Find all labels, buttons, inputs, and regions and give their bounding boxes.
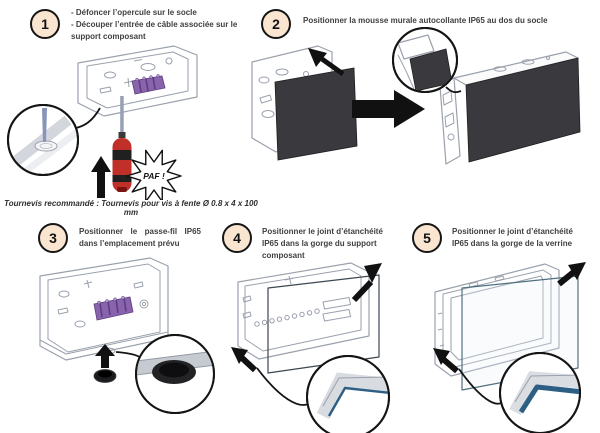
step-3-illustration — [39, 257, 215, 414]
callout-connector — [458, 368, 502, 405]
verrine-frame-drawing — [434, 263, 560, 377]
callout-connector — [75, 107, 101, 129]
socle-drawing — [77, 45, 198, 117]
socle-with-foam-drawing — [439, 51, 581, 165]
seal-in-groove — [327, 386, 388, 417]
screwdriver-tip — [42, 108, 47, 142]
screwdriver-note: Tournevis recommandé : Tournevis pour vi… — [4, 199, 258, 217]
step-4-illustration — [231, 262, 390, 433]
step-2-badge: 2 — [261, 9, 291, 39]
support-composant-drawing — [39, 257, 169, 361]
step-1-instruction-line-2: - Découper l’entrée de câble associée su… — [71, 20, 238, 41]
paf-burst: PAF ! — [126, 149, 182, 200]
step-3-instruction: Positionner le passe-fil IP65 dans l’emp… — [79, 227, 201, 248]
step-1-badge: 1 — [30, 9, 60, 39]
support-composant-rear-drawing — [237, 262, 370, 360]
step-1-number: 1 — [41, 16, 49, 32]
step-1-instruction-line-1: - Défoncer l’opercule sur le socle — [71, 8, 197, 17]
step-1-instructions: - Défoncer l’opercule sur le socle - Déc… — [71, 7, 267, 43]
step-2-illustration — [251, 27, 581, 165]
seal-outline — [267, 274, 380, 374]
step-1-illustration: PAF ! — [7, 45, 198, 200]
step-5-illustration — [433, 262, 586, 433]
paf-label: PAF ! — [143, 171, 165, 181]
stretch-arrow-top-icon — [557, 262, 586, 287]
up-arrow-icon — [95, 344, 115, 368]
place-foam-arrow-icon — [308, 48, 345, 77]
screwdriver-icon — [112, 96, 132, 192]
step-4-instruction: Positionner le joint d’étanchéité IP65 d… — [262, 227, 383, 260]
grommet-icon — [93, 369, 117, 383]
step-2-number: 2 — [272, 16, 280, 32]
stretch-arrow-bottom-icon — [433, 348, 459, 374]
callout-connector — [256, 367, 309, 406]
terminal-block — [93, 296, 134, 321]
seal-in-groove — [518, 384, 579, 414]
terminal-block — [131, 74, 166, 95]
step-3-badge: 3 — [38, 223, 68, 253]
result-arrow-icon — [352, 90, 425, 128]
stretch-arrow-bottom-icon — [231, 347, 258, 373]
callout-connector — [445, 86, 462, 94]
step-3-number: 3 — [49, 230, 57, 246]
step-5-instruction: Positionner le joint d’étanchéité IP65 d… — [452, 227, 573, 248]
detail-zoom-circle — [7, 104, 79, 176]
detail-zoom-circle — [135, 334, 215, 414]
step-4-number: 4 — [233, 230, 241, 246]
detail-zoom-circle — [499, 352, 581, 433]
detail-zoom-circle — [306, 355, 390, 433]
detail-zoom-circle — [392, 27, 458, 93]
step-4-badge: 4 — [222, 223, 252, 253]
step-2-instruction: Positionner la mousse murale autocollant… — [303, 16, 548, 25]
step-5-badge: 5 — [412, 223, 442, 253]
up-arrow-icon — [91, 156, 111, 198]
vent-holes — [254, 308, 320, 327]
foam-sheet — [274, 67, 358, 161]
step-5-number: 5 — [423, 230, 431, 246]
stretch-arrow-top-icon — [351, 263, 382, 303]
